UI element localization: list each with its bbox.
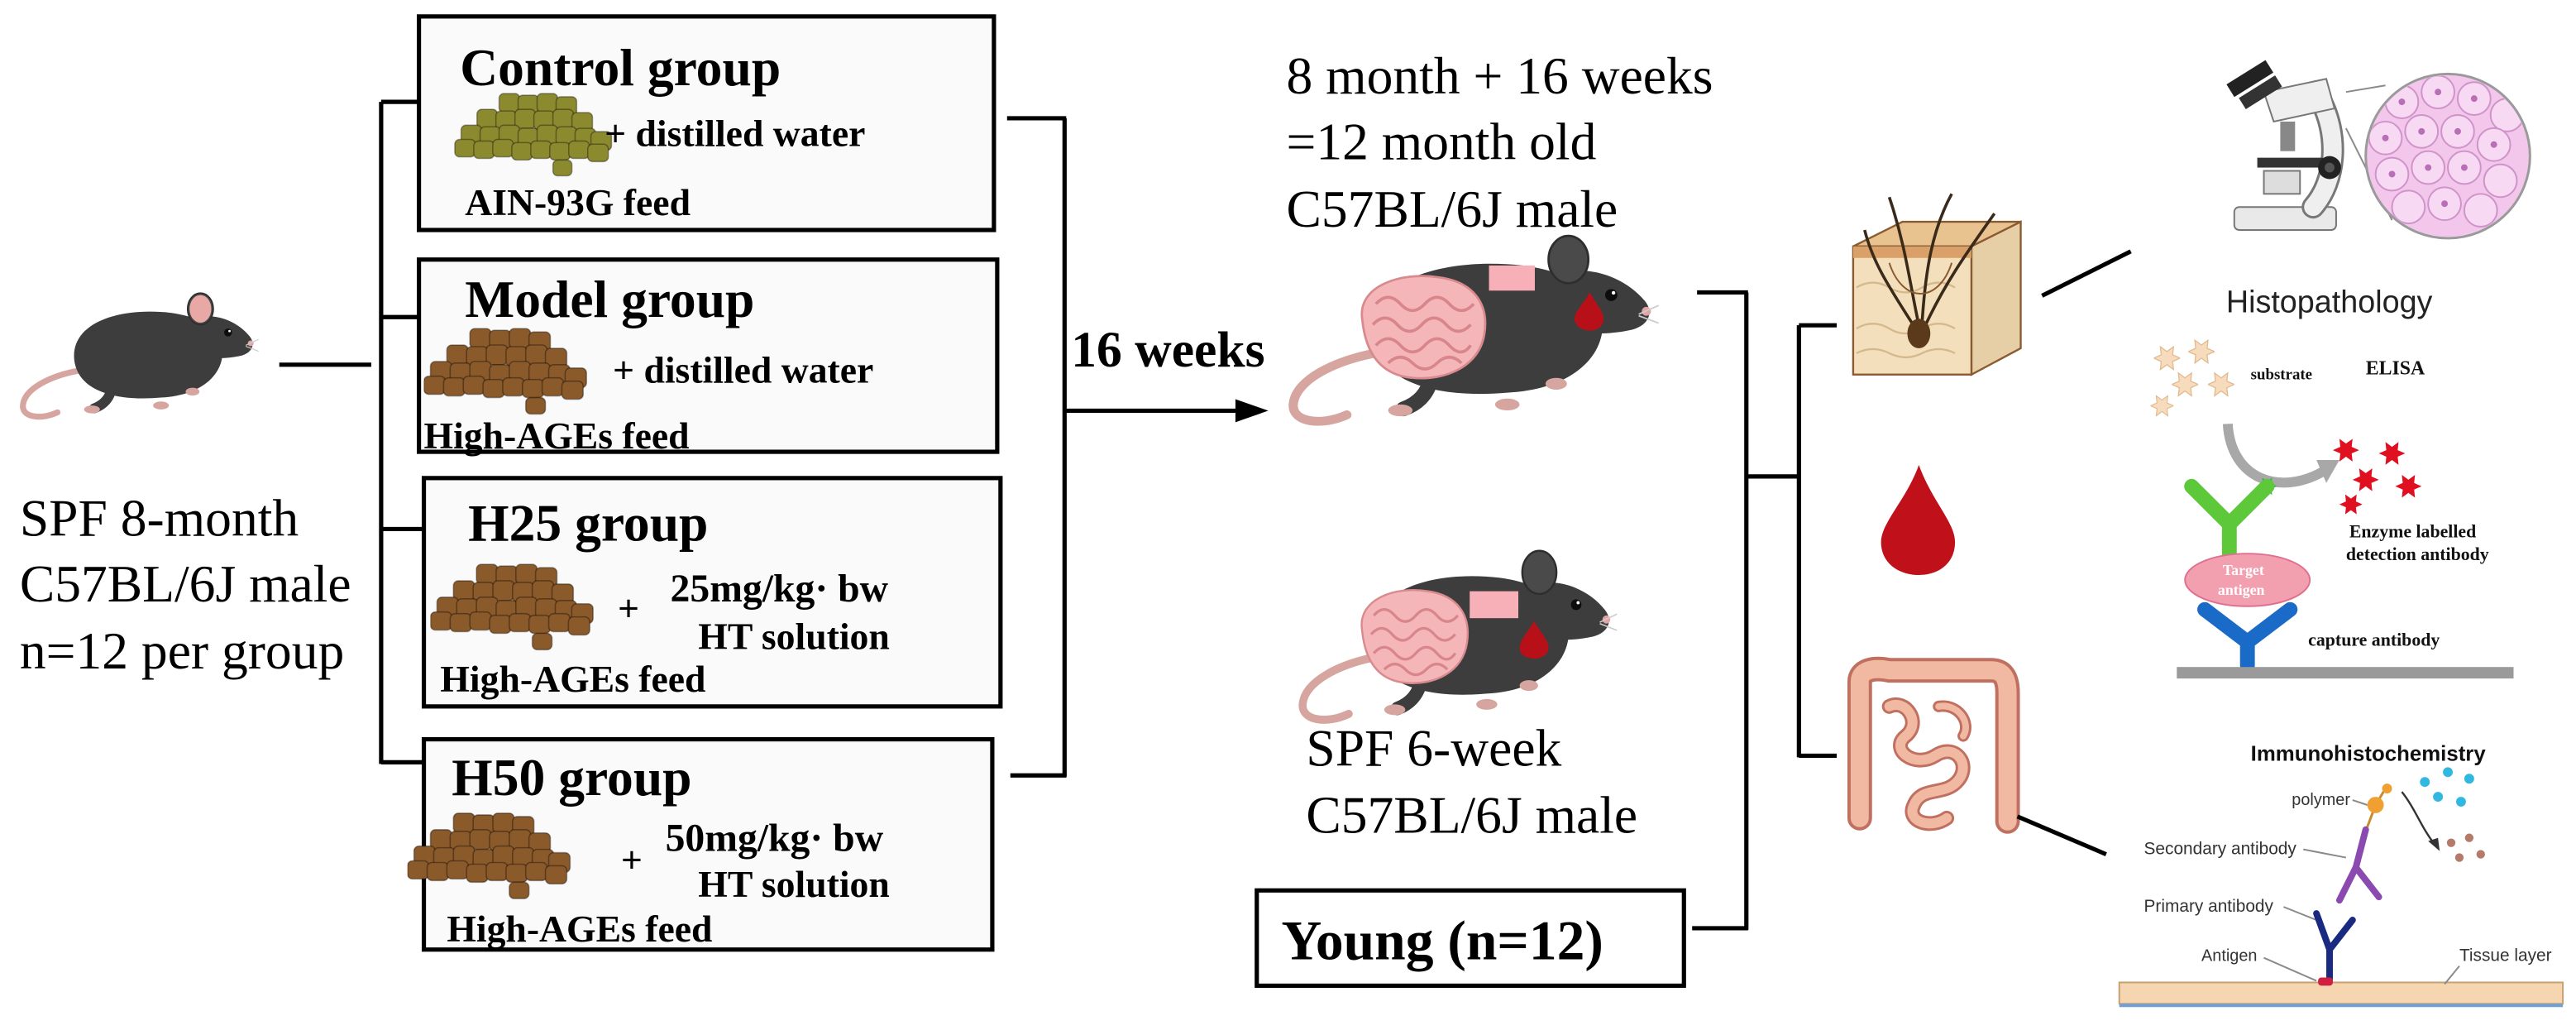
source-mouse-icon bbox=[23, 293, 259, 416]
young-label-line-2: C57BL/6J male bbox=[1306, 786, 1637, 845]
intestine-to-ihc-line bbox=[2016, 814, 2107, 856]
chromogen-icon bbox=[2420, 767, 2474, 807]
ihc-title: Immunohistochemistry bbox=[2251, 742, 2487, 765]
duration-label: 16 weeks bbox=[1071, 322, 1264, 378]
intestine-icon bbox=[1847, 656, 2020, 834]
target-antigen-label-line-1: Target bbox=[2223, 562, 2264, 578]
group-title: Control group bbox=[460, 38, 781, 97]
h25-group-box: H25 group + 25mg/kg· bw HT solution High… bbox=[421, 476, 1003, 709]
blood-drop-icon bbox=[1881, 464, 1956, 575]
enzyme-product-icon bbox=[2332, 438, 2422, 515]
solution-label: HT solution bbox=[698, 863, 889, 905]
reaction-arrow bbox=[2222, 423, 2326, 488]
duration-arrow bbox=[1064, 399, 1269, 423]
polymer-icon bbox=[2364, 783, 2392, 832]
feed-label: High-AGEs feed bbox=[424, 414, 690, 457]
secondary-antibody-icon bbox=[2335, 826, 2382, 904]
group-title: Model group bbox=[465, 270, 754, 328]
sampling-bracket bbox=[1692, 290, 1838, 931]
microscope-icon bbox=[2226, 60, 2344, 231]
model-group-box: Model group + distilled water High-AGEs … bbox=[417, 257, 1000, 457]
source-label-line-1: SPF 8-month bbox=[20, 488, 299, 547]
substrate-icon bbox=[2150, 339, 2234, 417]
treatment-label: + distilled water bbox=[613, 349, 873, 391]
group-title: H50 group bbox=[452, 748, 691, 807]
young-group-label: Young (n=12) bbox=[1282, 910, 1603, 972]
source-label-line-3: n=12 per group bbox=[20, 621, 344, 680]
h50-group-box: H50 group + 50mg/kg· bw HT solution High… bbox=[407, 736, 995, 952]
feed-label: AIN-93G feed bbox=[465, 181, 691, 223]
organ-marker bbox=[1470, 591, 1519, 619]
blood-marker bbox=[1519, 621, 1549, 659]
aged-label-line-3: C57BL/6J male bbox=[1287, 180, 1618, 238]
skin-to-histology-line bbox=[2041, 249, 2132, 298]
elisa-diagram: substrate ELISA Enzyme labelled detectio… bbox=[2150, 339, 2514, 679]
dose-label: 25mg/kg· bw bbox=[671, 568, 889, 611]
substrate-label: substrate bbox=[2251, 367, 2312, 384]
target-antigen-icon bbox=[2184, 553, 2311, 607]
source-label-line-2: C57BL/6J male bbox=[20, 554, 351, 613]
aged-mouse-icon bbox=[1293, 236, 1659, 421]
aged-label-line-2: =12 month old bbox=[1287, 113, 1597, 171]
treatment-label: + distilled water bbox=[605, 113, 865, 155]
staining-arrow bbox=[2401, 791, 2436, 846]
primary-antibody-label: Primary antibody bbox=[2144, 897, 2274, 916]
histopathology-label: Histopathology bbox=[2226, 284, 2433, 319]
capture-antibody-icon bbox=[2197, 601, 2298, 673]
secondary-antibody-label: Secondary antibody bbox=[2144, 840, 2297, 859]
plus-sign: + bbox=[621, 838, 643, 880]
detection-antibody-label-line-2: detection antibody bbox=[2346, 544, 2489, 564]
primary-antibody-icon bbox=[2313, 910, 2356, 983]
aged-label-line-1: 8 month + 16 weeks bbox=[1287, 46, 1713, 105]
target-antigen-label-line-2: antigen bbox=[2218, 582, 2265, 598]
feed-label: High-AGEs feed bbox=[447, 908, 712, 950]
plus-sign: + bbox=[618, 587, 639, 630]
treatment-bracket bbox=[1006, 116, 1067, 778]
blood-marker bbox=[1575, 292, 1604, 331]
detection-antibody-icon bbox=[2184, 478, 2275, 563]
stain-deposit-icon bbox=[2446, 833, 2485, 862]
polymer-label: polymer bbox=[2292, 791, 2350, 809]
antigen-icon bbox=[2318, 977, 2333, 986]
skin-icon bbox=[1852, 193, 2022, 376]
tissue-section-icon bbox=[2364, 72, 2531, 240]
dose-label: 50mg/kg· bw bbox=[666, 817, 884, 860]
reaction-arrowhead bbox=[2316, 460, 2339, 483]
zoom-line bbox=[2345, 84, 2386, 93]
grouping-bracket bbox=[279, 99, 424, 764]
control-group-box: Control group + distilled water AIN-93G … bbox=[417, 14, 996, 232]
capture-antibody-label: capture antibody bbox=[2308, 630, 2440, 649]
tissue-layer bbox=[2118, 981, 2564, 1005]
tissue-layer-label: Tissue layer bbox=[2459, 946, 2552, 966]
young-group-box: Young (n=12) bbox=[1255, 888, 1686, 989]
young-label-line-1: SPF 6-week bbox=[1306, 718, 1561, 777]
group-title: H25 group bbox=[468, 493, 708, 552]
solution-label: HT solution bbox=[698, 615, 889, 657]
detection-antibody-label-line-1: Enzyme labelled bbox=[2349, 521, 2476, 541]
plate-surface bbox=[2177, 667, 2514, 679]
feed-label: High-AGEs feed bbox=[440, 658, 705, 700]
antigen-label: Antigen bbox=[2201, 947, 2257, 966]
organ-marker bbox=[1489, 265, 1535, 291]
elisa-title: ELISA bbox=[2366, 358, 2425, 380]
young-mouse-icon bbox=[1302, 551, 1617, 720]
ihc-diagram: Immunohistochemistry polymer Secondary a… bbox=[2118, 742, 2564, 1008]
